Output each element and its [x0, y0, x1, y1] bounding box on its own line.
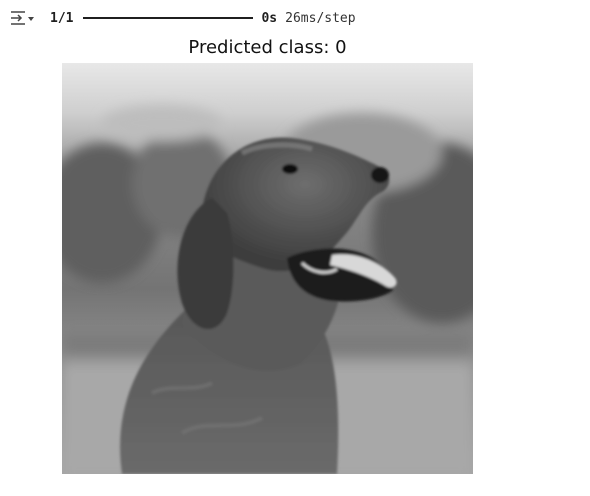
predicted-image	[62, 63, 473, 474]
progress-rate: 26ms/step	[285, 10, 356, 26]
progress-time: 0s	[261, 10, 278, 26]
progress-line: 1/1 0s 26ms/step	[50, 8, 356, 28]
plot-title: Predicted class: 0	[188, 37, 347, 58]
output-toggle-icon[interactable]	[10, 9, 36, 29]
progress-count: 1/1	[50, 10, 74, 26]
dog-figure	[120, 137, 397, 474]
progress-bar	[83, 17, 254, 19]
